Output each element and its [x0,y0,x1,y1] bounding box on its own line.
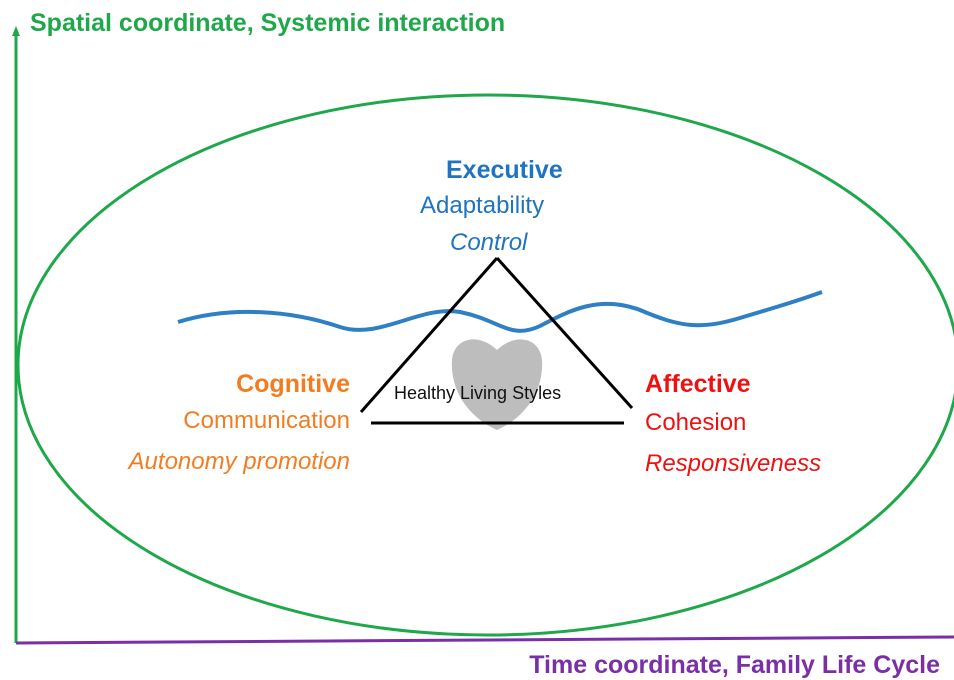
affective-heading: Affective [645,370,751,398]
systemic-ellipse [16,93,954,637]
triangle-right-edge [495,256,634,410]
center-label: Healthy Living Styles [394,383,562,403]
cognitive-dimension: Communication [183,407,350,434]
heart-icon [451,339,543,430]
affective-dimension: Cohesion [645,409,747,436]
executive-dimension: Adaptability [420,192,545,219]
triangle-left-edge [359,257,499,413]
cognitive-style: Autonomy promotion [128,448,350,475]
wave-line [177,290,823,333]
x-axis-title: Time coordinate, Family Life Cycle [529,651,940,679]
x-axis-line [15,635,954,645]
y-axis-arrowhead [12,26,20,36]
cognitive-heading: Cognitive [236,370,350,398]
y-axis-title: Spatial coordinate, Systemic interaction [30,9,506,37]
executive-heading: Executive [446,156,563,184]
affective-style: Responsiveness [645,450,822,477]
executive-style: Control [450,229,528,256]
